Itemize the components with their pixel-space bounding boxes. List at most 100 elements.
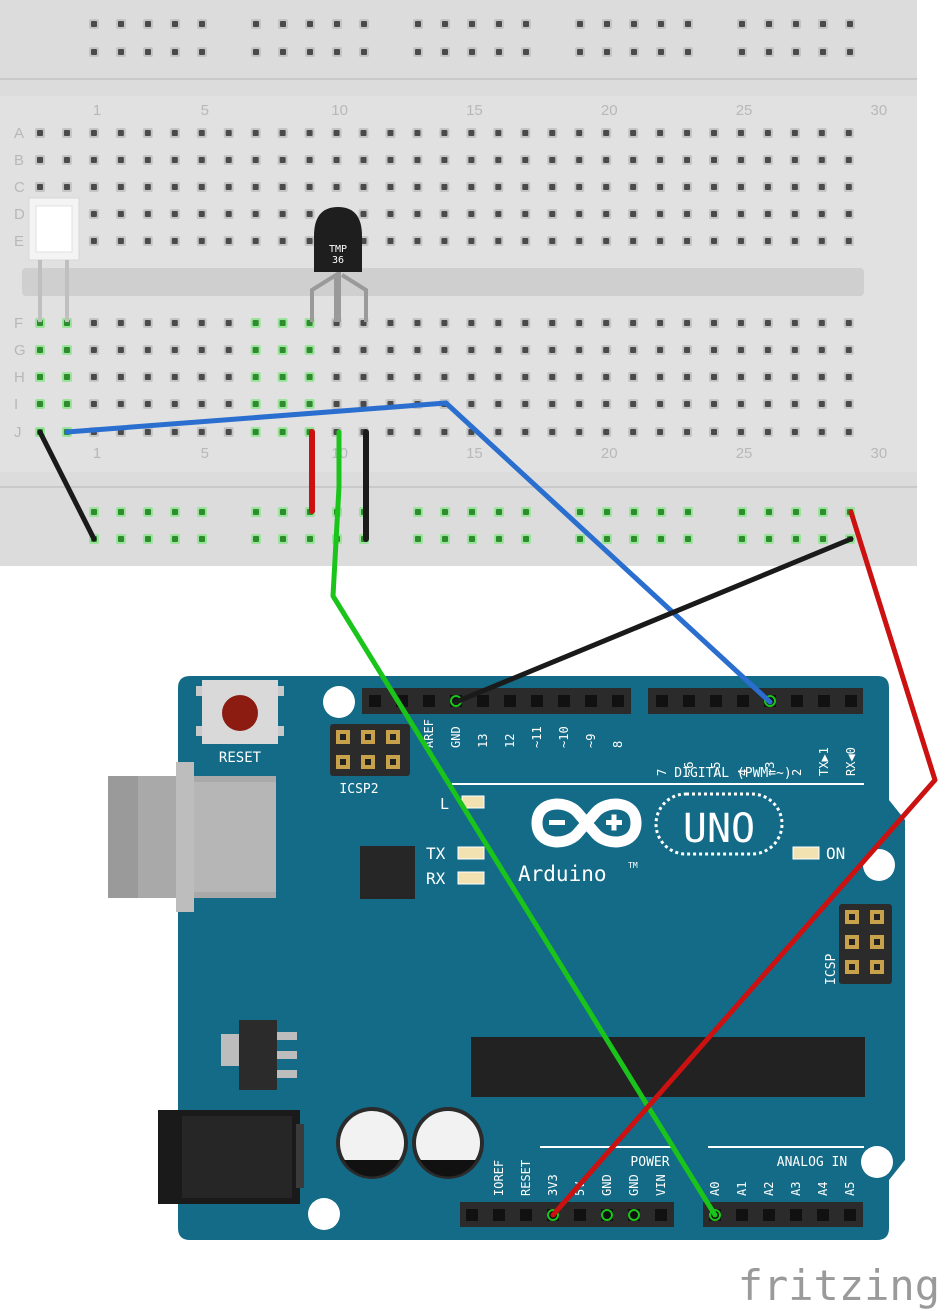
column-label-top: 20 <box>601 102 618 119</box>
breadboard-hole-center <box>818 374 825 380</box>
breadboard-hole-center <box>144 347 151 353</box>
breadboard-hole-center <box>199 509 205 515</box>
breadboard-hole-center <box>415 49 421 55</box>
breadboard-hole-center <box>820 49 826 55</box>
pin-highlight <box>601 1209 613 1221</box>
breadboard-hole-center <box>252 374 259 380</box>
breadboard-hole-center <box>631 536 637 542</box>
arduino-infinity-logo <box>531 798 642 848</box>
breadboard-hole-center <box>415 21 421 27</box>
header-pin <box>423 695 435 707</box>
breadboard-hole-center <box>737 401 744 407</box>
breadboard-hole-center <box>764 238 771 244</box>
breadboard-holes <box>35 19 855 544</box>
breadboard-hole-center <box>90 238 97 244</box>
breadboard-hole-center <box>171 374 178 380</box>
breadboard-hole-center <box>441 130 448 136</box>
breadboard-hole-center <box>171 347 178 353</box>
icsp2-pin-center <box>365 734 371 740</box>
breadboard-hole-center <box>711 157 717 163</box>
breadboard-hole-center <box>764 401 771 407</box>
analog-in-label: ANALOG IN <box>777 1155 847 1170</box>
breadboard-hole-center <box>117 211 124 217</box>
breadboard-hole-center <box>764 320 771 326</box>
breadboard-hole-center <box>333 184 340 190</box>
breadboard-hole-center <box>764 429 771 435</box>
breadboard-hole-center <box>685 536 691 542</box>
breadboard-hole-center <box>253 536 259 542</box>
breadboard-hole-center <box>522 211 529 217</box>
breadboard-hole-center <box>684 130 691 136</box>
wire-green-sensor-to-a0 <box>330 429 718 1218</box>
analog-pin-label: A1 <box>735 1182 749 1196</box>
digital-pin-label: AREF <box>422 719 436 748</box>
breadboard-hole-center <box>496 49 502 55</box>
breadboard-hole-center <box>387 347 394 353</box>
on-label: ON <box>826 844 845 863</box>
breadboard-hole-center <box>818 211 825 217</box>
breadboard-hole-center <box>737 374 744 380</box>
breadboard-hole-center <box>630 184 637 190</box>
breadboard-hole-center <box>198 401 205 407</box>
breadboard-hole-center <box>522 130 529 136</box>
icsp2-pin-center <box>390 759 396 765</box>
breadboard-hole-center <box>764 157 771 163</box>
breadboard-hole-center <box>145 49 151 55</box>
tmp36-sensor: TMP 36 <box>310 207 368 322</box>
digital-pin-label: ~9 <box>584 734 598 748</box>
breadboard-hole-center <box>199 49 205 55</box>
breadboard-hole-center <box>441 238 448 244</box>
row-label: B <box>14 152 24 169</box>
breadboard-hole-center <box>225 374 232 380</box>
breadboard-hole-center <box>171 130 178 136</box>
breadboard-hole-center <box>495 429 502 435</box>
row-label: E <box>14 233 24 250</box>
breadboard-hole-center <box>117 157 124 163</box>
breadboard-hole-center <box>711 238 717 244</box>
mount-hole <box>323 686 355 718</box>
breadboard-hole-center <box>360 238 367 244</box>
wire-black-rail-to-gnd <box>453 536 854 705</box>
breadboard-hole-center <box>604 509 610 515</box>
header-pin <box>790 1209 802 1221</box>
breadboard-hole-center <box>225 320 232 326</box>
breadboard-hole-center <box>766 49 772 55</box>
breadboard-hole-center <box>360 401 367 407</box>
breadboard-hole-center <box>306 211 313 217</box>
header-pin <box>656 695 668 707</box>
breadboard-hole-center <box>252 429 259 435</box>
header-pin <box>655 1209 667 1221</box>
digital-pin-label: ~3 <box>763 762 777 776</box>
breadboard-hole-center <box>306 157 313 163</box>
breadboard-hole-center <box>818 401 825 407</box>
breadboard-hole-center <box>684 429 691 435</box>
breadboard-hole-center <box>603 157 610 163</box>
column-label-bottom: 30 <box>870 445 887 462</box>
breadboard-hole-center <box>361 49 367 55</box>
header-pin <box>817 1209 829 1221</box>
breadboard-hole-center <box>63 184 70 190</box>
breadboard-hole-center <box>63 347 70 353</box>
breadboard-hole-center <box>495 374 502 380</box>
breadboard-hole-center <box>442 49 448 55</box>
breadboard-hole-center <box>576 238 583 244</box>
breadboard-hole-center <box>630 347 637 353</box>
breadboard-hole-center <box>280 49 286 55</box>
icsp2-pin-center <box>390 734 396 740</box>
header-pin <box>683 695 695 707</box>
breadboard-hole-center <box>198 211 205 217</box>
reset-button[interactable] <box>196 680 284 744</box>
breadboard-hole-center <box>198 157 205 163</box>
breadboard-hole-center <box>684 347 691 353</box>
breadboard-hole-center <box>171 157 178 163</box>
breadboard-hole-center <box>657 429 664 435</box>
analog-pin-label: A0 <box>708 1182 722 1196</box>
breadboard-hole-center <box>334 21 340 27</box>
breadboard-hole-center <box>791 347 798 353</box>
breadboard-hole-center <box>711 130 717 136</box>
breadboard-hole-center <box>603 184 610 190</box>
power-pin-label: VIN <box>654 1174 668 1196</box>
board-pcb <box>178 676 905 1240</box>
breadboard-hole-center <box>172 536 178 542</box>
breadboard-hole-center <box>711 374 717 380</box>
